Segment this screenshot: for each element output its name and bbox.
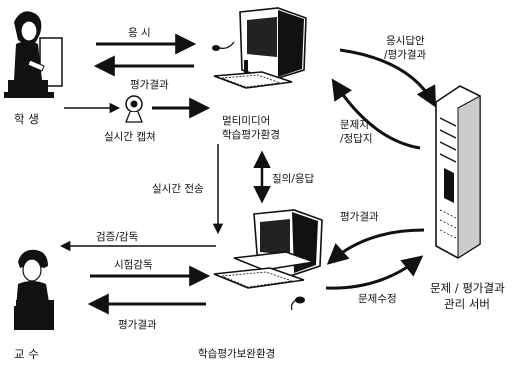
- question-label-line2: /정답지: [340, 133, 373, 145]
- server-icon: [435, 85, 481, 259]
- question-edit-arrow: [325, 255, 424, 290]
- apply-label: 응 시: [128, 27, 151, 39]
- result-to-secure-arrow: [326, 228, 425, 265]
- result-to-professor-label: 평가결과: [118, 319, 157, 331]
- multimedia-computer-icon: [212, 7, 307, 89]
- webcam-icon: [125, 95, 143, 123]
- student-figure-icon: [4, 11, 63, 98]
- server-label-line2: 관리 서버: [444, 297, 490, 311]
- multimedia-label-line1: 멀티미디어: [222, 114, 270, 127]
- question-edit-label: 문제수정: [358, 293, 397, 305]
- answer-arrow: [339, 48, 437, 108]
- result-to-student-label: 평가결과: [130, 79, 169, 91]
- server-label-line1: 문제 / 평가결과: [430, 281, 505, 295]
- verify-label: 검증/감독: [96, 231, 139, 243]
- professor-figure-icon: [14, 249, 54, 330]
- result-to-secure-label: 평가결과: [340, 211, 379, 223]
- qa-label: 질의/응답: [272, 173, 315, 185]
- realtime-transfer-label: 실시간 전송: [152, 183, 204, 195]
- secure-computer-icon: [213, 209, 323, 311]
- secure-env-label: 학습평가보완환경: [198, 347, 275, 360]
- question-arrow: [331, 78, 421, 150]
- answer-label-line2: /평가결과: [384, 49, 427, 61]
- student-label: 학 생: [14, 112, 39, 126]
- question-label-line1: 문제지: [340, 119, 369, 131]
- answer-label-line1: 응시답안: [386, 35, 425, 47]
- professor-label: 교 수: [14, 347, 39, 361]
- capture-label: 실시간 캡쳐: [104, 131, 156, 143]
- exam-supervise-label: 시험감독: [114, 259, 153, 271]
- multimedia-label-line2: 학습평가환경: [222, 128, 280, 141]
